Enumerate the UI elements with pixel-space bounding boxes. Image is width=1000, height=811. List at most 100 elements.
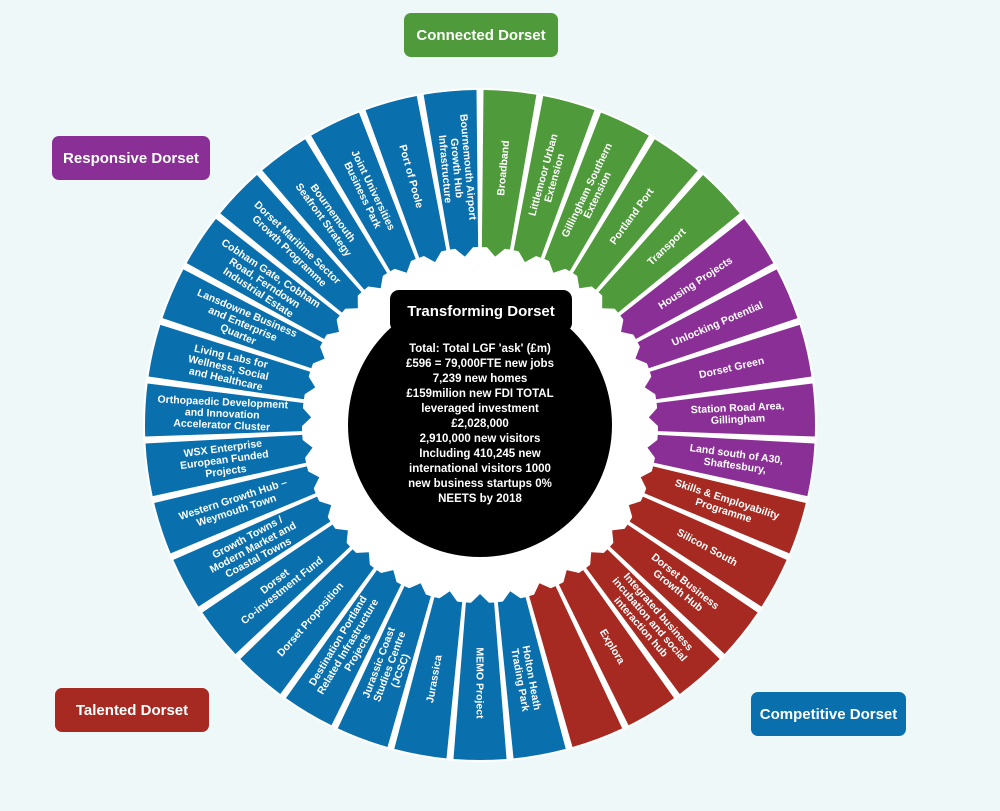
segment-pointer xyxy=(470,594,490,604)
segment-competitive xyxy=(365,96,447,258)
segment-pointer xyxy=(301,406,312,427)
segment-pointer xyxy=(303,375,316,395)
segment-pointer xyxy=(548,259,567,273)
segment-talented xyxy=(609,524,758,654)
segment-responsive xyxy=(649,324,812,400)
segment-label: Orthopaedic Developmentand InnovationAcc… xyxy=(156,394,289,435)
segment-pointer xyxy=(563,570,581,584)
segment-responsive xyxy=(620,218,774,340)
segment-talented xyxy=(558,570,675,726)
segment-pointer xyxy=(612,528,626,545)
segment-competitive xyxy=(337,586,431,747)
segment-pointer xyxy=(635,345,649,364)
segment-talented xyxy=(586,549,720,694)
segment-pointer xyxy=(379,570,397,584)
center-title: Transforming Dorset xyxy=(390,290,572,332)
segment-connected xyxy=(481,90,537,250)
segment-connected xyxy=(572,139,698,290)
segment-competitive xyxy=(145,434,307,497)
segment-pointer xyxy=(317,500,332,519)
segment-pointer xyxy=(343,294,358,309)
summary-line: £2,028,000 xyxy=(451,418,509,430)
segment-pointer xyxy=(644,375,657,395)
segment-label-line: MEMO Project xyxy=(474,647,486,719)
summary-line: international visitors 1000 xyxy=(409,463,551,475)
segment-responsive xyxy=(653,434,815,497)
segment-pointer xyxy=(301,439,313,459)
segment-pointer xyxy=(602,294,617,309)
summary-line: leveraged investment xyxy=(421,403,539,415)
summary-line: new business startups 0% xyxy=(408,478,552,490)
segment-competitive xyxy=(423,90,479,250)
segment-pointer xyxy=(647,439,659,459)
segment-competitive xyxy=(154,466,316,554)
segment-pointer xyxy=(648,406,659,427)
segment-label-line: Broadband xyxy=(495,140,512,196)
segment-responsive xyxy=(637,269,798,369)
segment-competitive xyxy=(186,218,340,340)
segment-label-line: Station Road Area, xyxy=(691,400,785,416)
segment-pointer xyxy=(621,318,635,335)
segment-connected xyxy=(598,175,740,313)
segment-pointer xyxy=(486,246,506,257)
segment-pointer xyxy=(590,552,606,567)
segment-talented xyxy=(529,586,623,747)
segment-connected xyxy=(513,96,595,258)
segment-pointer xyxy=(311,345,325,364)
segment-pointer xyxy=(438,591,458,603)
segment-pointer xyxy=(334,528,348,545)
summary-line: £596 = 79,000FTE new jobs xyxy=(406,358,554,370)
responsive-dorset-label: Responsive Dorset xyxy=(52,136,210,180)
competitive-dorset-label: Competitive Dorset xyxy=(751,692,906,736)
summary-line: Total: Total LGF 'ask' (£m) xyxy=(409,343,551,355)
segment-label-line: Orthopaedic Development xyxy=(157,394,289,412)
segment-label-line: Gillingham xyxy=(711,413,766,427)
segment-pointer xyxy=(393,259,412,273)
segment-pointer xyxy=(354,552,370,567)
segment-competitive xyxy=(202,524,351,654)
connected-dorset-label: Connected Dorset xyxy=(404,13,558,57)
segment-label: MEMO Project xyxy=(474,647,486,719)
summary-line: £159milion new FDI TOTAL xyxy=(406,388,554,400)
segment-pointer xyxy=(407,583,427,596)
segment-pointer xyxy=(576,274,594,289)
segment-pointer xyxy=(628,500,643,519)
segment-talented xyxy=(629,496,787,607)
segment-competitive xyxy=(173,496,331,607)
segment-label: Broadband xyxy=(495,140,512,196)
segment-competitive xyxy=(240,549,374,694)
center-disk xyxy=(348,293,612,557)
summary-line: 2,910,000 new visitors xyxy=(419,433,541,445)
segment-competitive xyxy=(220,175,362,313)
segment-competitive xyxy=(162,269,323,369)
segment-pointer xyxy=(517,250,538,263)
segment-competitive xyxy=(394,597,463,759)
segment-pointer xyxy=(306,470,320,490)
summary-line: 7,239 new homes xyxy=(432,373,528,385)
segment-responsive xyxy=(656,383,815,437)
summary-line: NEETS by 2018 xyxy=(438,493,522,505)
segment-pointer xyxy=(502,591,522,603)
segment-label-line: Accelerator Cluster xyxy=(173,417,270,433)
segment-competitive xyxy=(453,602,507,760)
segment-competitive xyxy=(497,597,566,759)
segment-competitive xyxy=(148,324,311,400)
segment-label-line: Growth Hub xyxy=(448,138,465,199)
segment-pointer xyxy=(422,250,443,263)
segment-pointer xyxy=(640,470,654,490)
segment-pointer xyxy=(366,274,384,289)
segment-competitive xyxy=(145,383,304,437)
center-summary: Total: Total LGF 'ask' (£m) £596 = 79,00… xyxy=(362,342,598,507)
segment-label-line: Projects xyxy=(205,463,248,480)
segment-competitive xyxy=(311,112,416,272)
segment-label: Station Road Area,Gillingham xyxy=(691,400,786,428)
talented-dorset-label: Talented Dorset xyxy=(55,688,209,732)
segment-competitive xyxy=(285,570,402,726)
segment-pointer xyxy=(325,318,339,335)
segment-connected xyxy=(544,112,649,272)
segment-label-line: and Innovation xyxy=(185,406,260,421)
summary-line: Including 410,245 new xyxy=(419,448,541,460)
segment-talented xyxy=(644,466,806,554)
segment-pointer xyxy=(533,583,553,596)
